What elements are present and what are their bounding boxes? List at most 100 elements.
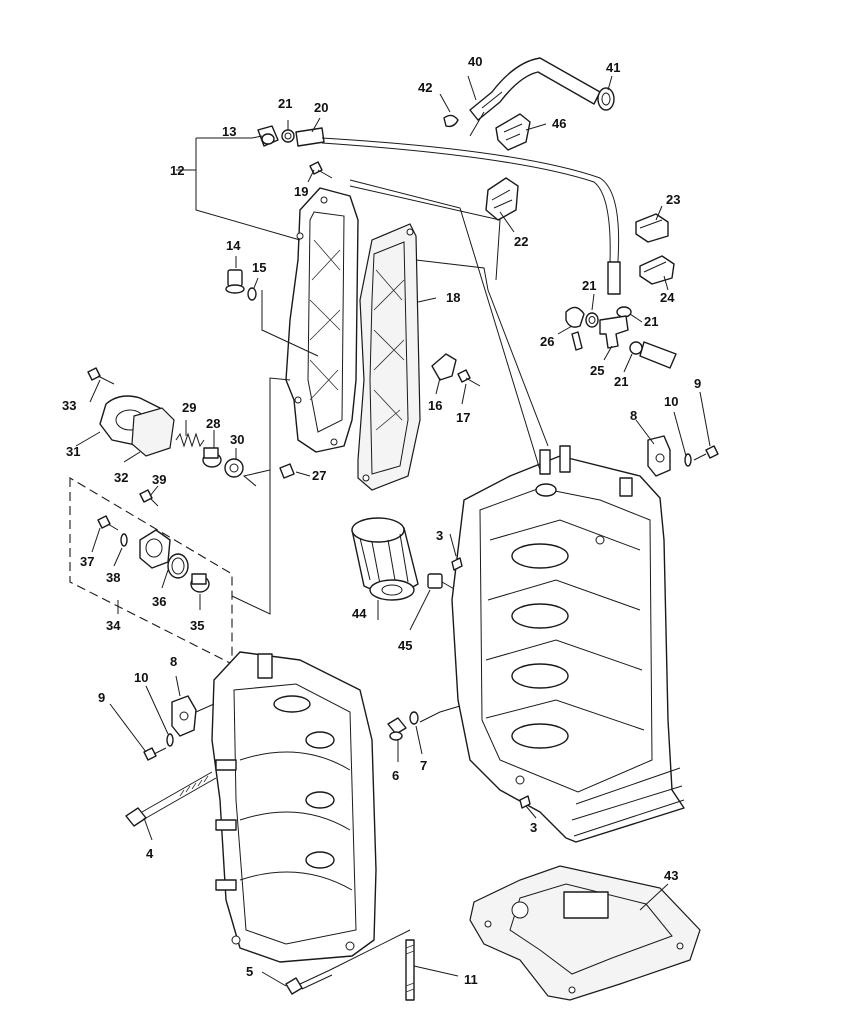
callout-5: 5 [246, 964, 253, 979]
thermostat-part-28 [202, 447, 222, 468]
callout-27: 27 [312, 468, 326, 483]
hose-end-sleeve [607, 261, 621, 295]
plate-part-8-left [171, 695, 197, 737]
callout-14: 14 [226, 238, 241, 253]
bolt-part-37 [97, 515, 119, 531]
clamp-part-21-right [616, 306, 632, 318]
callout-21-left: 21 [582, 278, 596, 293]
callout-21-top: 21 [278, 96, 292, 111]
bolt-part-19 [309, 161, 333, 179]
housing-part-36-a [139, 529, 171, 569]
gasket-part-30 [224, 458, 244, 478]
leader-lines [75, 75, 711, 987]
hose-line [321, 137, 620, 292]
bolt-part-27 [279, 463, 295, 479]
plate-part-8-right [647, 435, 671, 477]
callout-42: 42 [418, 80, 432, 95]
washer-part-10-left [166, 733, 174, 747]
union-bolt-part-45 [427, 573, 457, 591]
hose-part-20 [295, 127, 325, 147]
spring-part-29 [175, 432, 205, 448]
hose-part-40 [469, 57, 601, 121]
dowel-pin-part-3-lower [519, 795, 531, 809]
seal-part-36 [167, 553, 189, 579]
callout-3-lower: 3 [530, 820, 537, 835]
callout-21-bottom: 21 [614, 374, 628, 389]
crankcase [211, 651, 377, 963]
clip-part-23 [635, 213, 669, 243]
bolt-part-33 [87, 367, 115, 385]
oil-filter-part-44 [351, 517, 419, 601]
washer-part-38 [120, 533, 128, 547]
cylinder-block [451, 445, 685, 843]
cap-part-26 [565, 306, 585, 351]
callout-20: 20 [314, 100, 328, 115]
clamp-part-21-bottom [629, 341, 643, 355]
callout-32: 32 [114, 470, 128, 485]
callout-10-right: 10 [664, 394, 678, 409]
callout-25: 25 [590, 363, 604, 378]
hose-stub [639, 341, 677, 369]
elbow-fitting-part-13 [257, 125, 279, 147]
clamp-part-21-top [281, 129, 295, 143]
callout-43: 43 [664, 868, 678, 883]
callout-8-left: 8 [170, 654, 177, 669]
drain-screw-part-6 [387, 717, 407, 741]
callout-8-right: 8 [630, 408, 637, 423]
callout-11: 11 [464, 972, 478, 987]
callout-22: 22 [514, 234, 528, 249]
callout-13: 13 [222, 124, 236, 139]
hose-clamp-part-41 [597, 87, 615, 111]
holder-part-22 [485, 177, 519, 221]
t-joint-part-25 [599, 315, 629, 349]
dowel-pin-part-3-upper [451, 557, 463, 571]
callout-30: 30 [230, 432, 244, 447]
clamp-part-21-left [585, 312, 599, 328]
callout-6: 6 [392, 768, 399, 783]
bolt-part-5 [285, 969, 333, 995]
bolt-part-9-right [693, 445, 719, 461]
callout-4: 4 [146, 846, 154, 861]
assembly-group-part-34 [69, 477, 233, 665]
callout-16: 16 [428, 398, 442, 413]
callout-17: 17 [456, 410, 470, 425]
gasket-part-7 [409, 711, 419, 725]
hose-holder-part-46 [495, 113, 531, 151]
callout-24: 24 [660, 290, 675, 305]
callout-38: 38 [106, 570, 120, 585]
callout-29: 29 [182, 400, 196, 415]
clip-part-42 [443, 114, 459, 128]
gasket-part-32 [131, 407, 175, 457]
callout-18: 18 [446, 290, 460, 305]
callout-45: 45 [398, 638, 412, 653]
callout-37: 37 [80, 554, 94, 569]
clip-part-24 [639, 255, 675, 285]
callout-33: 33 [62, 398, 76, 413]
callout-3-upper: 3 [436, 528, 443, 543]
stud-part-11 [405, 939, 415, 1001]
callout-9-left: 9 [98, 690, 105, 705]
long-bolt-part-4 [125, 771, 217, 827]
callout-19: 19 [294, 184, 308, 199]
callout-44: 44 [352, 606, 367, 621]
callout-23: 23 [666, 192, 680, 207]
callout-46: 46 [552, 116, 566, 131]
callout-26: 26 [540, 334, 554, 349]
plug-part-14 [225, 269, 245, 294]
bracket-part-16 [431, 353, 457, 381]
callout-21-right: 21 [644, 314, 658, 329]
callout-labels: 40 41 42 46 21 20 13 12 19 22 23 24 14 1… [62, 54, 701, 987]
callout-12: 12 [170, 163, 184, 178]
washer-part-10-right [684, 453, 692, 467]
callout-28: 28 [206, 416, 220, 431]
callout-15: 15 [252, 260, 266, 275]
callout-34: 34 [106, 618, 121, 633]
fitting-part-35 [190, 573, 210, 593]
bolt-part-17 [457, 369, 481, 387]
callout-40: 40 [468, 54, 482, 69]
callout-41: 41 [606, 60, 620, 75]
callout-9-right: 9 [694, 376, 701, 391]
bolt-part-39 [139, 489, 159, 507]
washer-part-15 [247, 287, 257, 301]
